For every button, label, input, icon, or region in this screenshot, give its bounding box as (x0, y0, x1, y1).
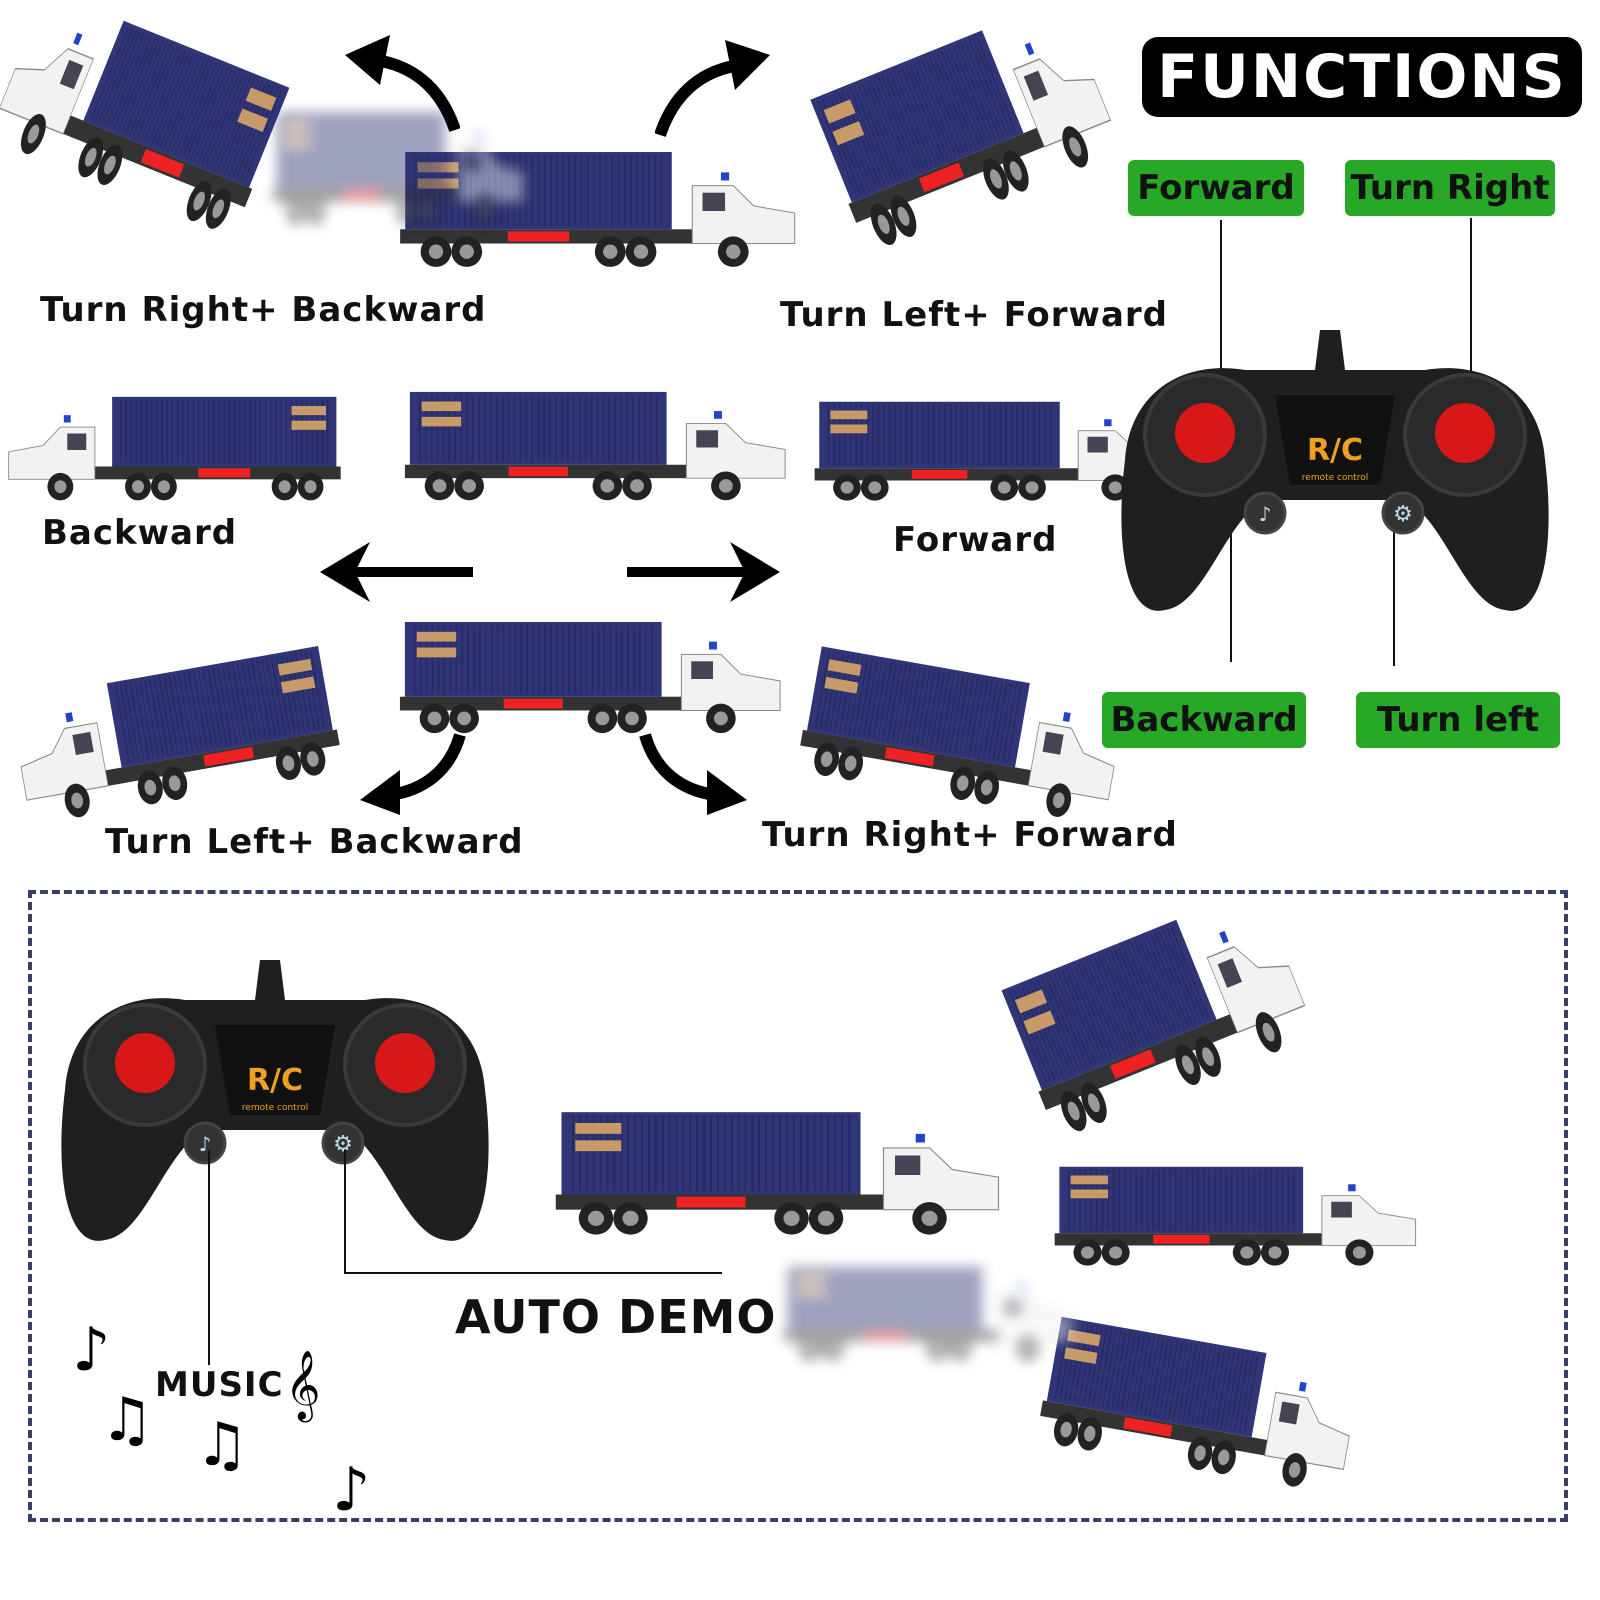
label-backward: Backward (1102, 692, 1306, 748)
container-truck (395, 150, 805, 272)
container-truck (1050, 1165, 1425, 1270)
curved-arrow-icon (345, 35, 460, 133)
pointer-line (1220, 220, 1222, 440)
pointer-line (1470, 218, 1472, 438)
svg-text:⚙: ⚙ (1393, 502, 1413, 527)
curved-arrow-icon (639, 733, 747, 815)
label-auto-demo: AUTO DEMO (455, 1290, 777, 1344)
label-turn-left-backward: Turn Left+ Backward (105, 822, 524, 862)
pointer-line (208, 1150, 210, 1365)
remote-controller: R/C remote control ♪ ⚙ (1120, 325, 1550, 629)
container-truck (780, 1265, 1080, 1365)
container-truck (803, 0, 1133, 262)
container-truck (994, 882, 1327, 1148)
remote-controller-demo: R/C remote control ♪ ⚙ (60, 955, 490, 1259)
pointer-line (1230, 480, 1232, 662)
label-turn-right-backward: Turn Right+ Backward (40, 290, 487, 330)
label-music: MUSIC (155, 1365, 284, 1405)
curved-arrow-icon (655, 40, 770, 138)
container-truck (550, 1110, 1010, 1240)
music-note-icon: ♪ (332, 1455, 371, 1525)
container-truck (0, 395, 345, 505)
arrow-right-icon (627, 542, 780, 602)
svg-text:⚙: ⚙ (333, 1132, 353, 1157)
label-turn-left: Turn left (1356, 692, 1560, 748)
music-note-icon: ♫ (195, 1410, 249, 1480)
functions-title: FUNCTIONS (1142, 37, 1582, 117)
label-forward-move: Forward (893, 520, 1058, 560)
label-turn-right-forward: Turn Right+ Forward (762, 815, 1178, 855)
svg-text:♪: ♪ (1259, 502, 1272, 526)
label-turn-left-forward: Turn Left+ Forward (780, 295, 1168, 335)
container-truck (270, 110, 530, 230)
label-backward-move: Backward (42, 513, 238, 553)
pointer-line (1393, 480, 1395, 666)
music-note-icon: ♪ (72, 1315, 111, 1385)
curved-arrow-icon (360, 733, 466, 815)
container-truck (791, 643, 1135, 832)
svg-text:remote control: remote control (242, 1103, 308, 1113)
music-note-icon: ♫ (100, 1385, 154, 1455)
treble-clef-icon: 𝄞 (285, 1350, 321, 1420)
container-truck (810, 400, 1180, 505)
container-truck (0, 0, 297, 245)
container-truck (1, 642, 349, 832)
arrow-left-icon (320, 542, 473, 602)
rc-logo: R/C (1307, 433, 1363, 468)
container-truck (400, 390, 795, 505)
rc-logo: R/C (247, 1063, 303, 1098)
label-forward: Forward (1128, 160, 1304, 216)
auto-demo-frame (28, 890, 1568, 1522)
svg-text:remote control: remote control (1302, 473, 1368, 483)
label-turn-right: Turn Right (1345, 160, 1555, 216)
pointer-line (344, 1150, 346, 1274)
container-truck (1031, 1313, 1370, 1502)
pointer-line (344, 1272, 722, 1274)
container-truck (395, 620, 790, 738)
